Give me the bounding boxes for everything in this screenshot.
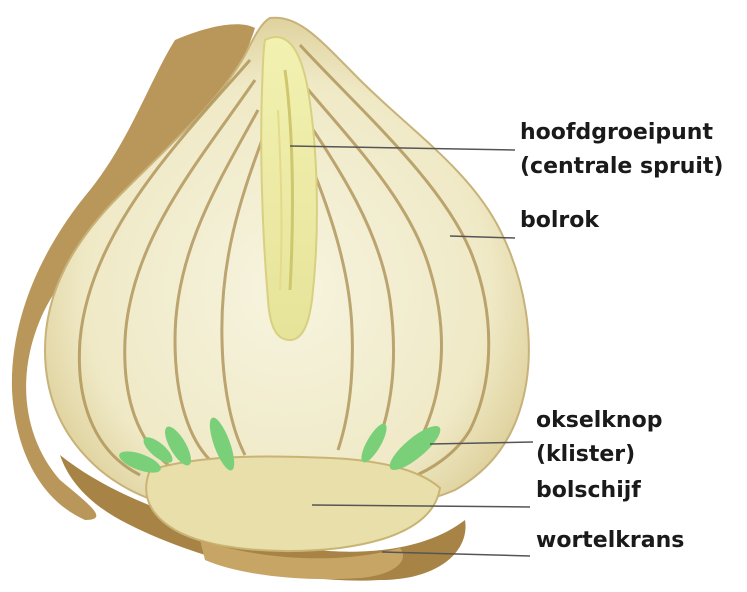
label-growing-point-line2: (centrale spruit) bbox=[520, 152, 723, 182]
label-axillary-bud-line1: okselknop bbox=[536, 406, 662, 436]
basal-plate-shape bbox=[146, 456, 440, 551]
label-basal-plate: bolschijf bbox=[536, 476, 641, 506]
label-scales: bolrok bbox=[520, 206, 599, 236]
label-growing-point-line1: hoofdgroeipunt bbox=[520, 118, 713, 148]
label-root-ring: wortelkrans bbox=[536, 526, 684, 556]
label-axillary-bud-line2: (klister) bbox=[536, 440, 635, 470]
